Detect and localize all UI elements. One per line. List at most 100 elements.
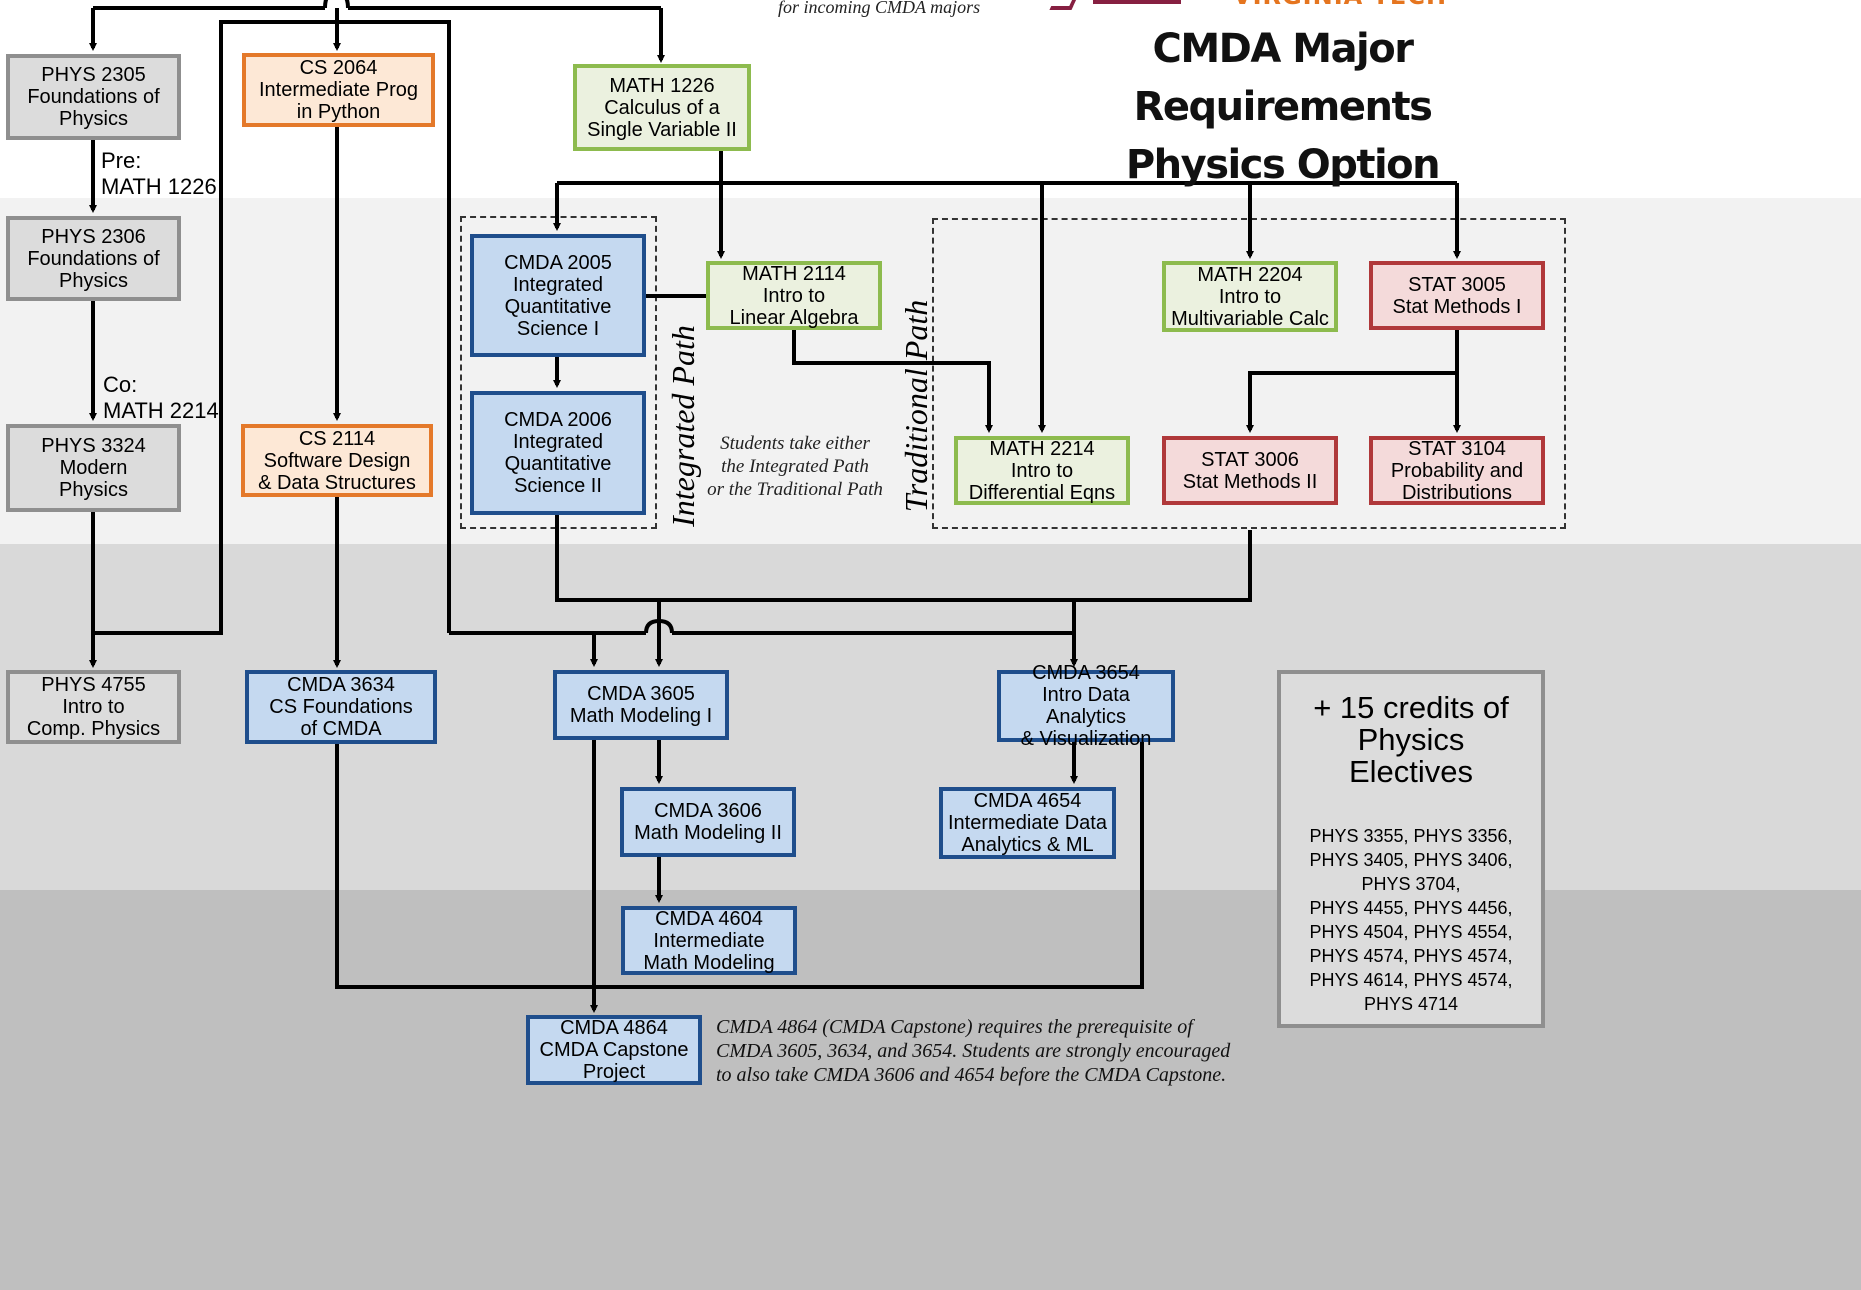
course-title-line: Physics (59, 269, 128, 292)
page-title: CMDA Major Requirements Physics Option (1060, 20, 1505, 194)
course-math-1226[interactable]: MATH 1226 Calculus of a Single Variable … (573, 64, 751, 151)
course-title-line: Physics (59, 108, 128, 130)
course-cmda-2006[interactable]: CMDA 2006 Integrated Quantitative Scienc… (470, 391, 646, 515)
course-title-line: Comp. Physics (26, 718, 161, 740)
course-title-line: Modern (59, 457, 128, 479)
course-cmda-3605[interactable]: CMDA 3605 Math Modeling I (553, 670, 729, 740)
course-title-line: Intro to (1010, 459, 1074, 482)
course-title-line: Integrated (512, 273, 604, 296)
course-cmda-4654[interactable]: CMDA 4654 Intermediate Data Analytics & … (939, 787, 1116, 859)
course-stat-3005[interactable]: STAT 3005 Stat Methods I (1369, 261, 1545, 330)
course-title-line: of CMDA (300, 718, 382, 740)
course-title-line: Intro to (1218, 285, 1282, 308)
course-cmda-4864[interactable]: CMDA 4864 CMDA Capstone Project (526, 1015, 702, 1085)
co-course: MATH 2214 (103, 398, 219, 423)
physics-electives-box: + 15 credits of Physics Electives PHYS 3… (1277, 670, 1545, 1028)
vt-logo: VIRGINIA TECH (1049, 0, 1455, 10)
course-title-line: Probability and (1390, 459, 1524, 482)
course-code: STAT 3006 (1201, 448, 1299, 471)
traditional-path-label: Traditional Path (898, 299, 934, 513)
course-title-line: Foundations of (27, 247, 160, 270)
electives-heading-line: + 15 credits of (1313, 690, 1509, 725)
course-code: CMDA 4604 (655, 907, 763, 930)
course-cmda-4604[interactable]: CMDA 4604 Intermediate Math Modeling (621, 906, 797, 975)
course-stat-3104[interactable]: STAT 3104 Probability and Distributions (1369, 436, 1545, 505)
course-title-line: Science I (516, 317, 600, 340)
course-code: CMDA 3605 (587, 683, 695, 705)
course-title-line: Single Variable II (587, 118, 737, 141)
co-text: Co: (103, 372, 138, 397)
course-stat-3006[interactable]: STAT 3006 Stat Methods II (1162, 436, 1338, 505)
course-title-line: Distributions (1401, 481, 1513, 504)
course-code: PHYS 3324 (41, 435, 146, 457)
course-title-line: Stat Methods I (1392, 295, 1522, 318)
course-code: PHYS 4755 (41, 674, 146, 696)
course-code: CS 2114 (298, 427, 376, 450)
course-title-line: & Data Structures (258, 471, 416, 494)
course-code: CMDA 4654 (973, 790, 1082, 812)
elective-line: PHYS 3355, PHYS 3356, (1309, 826, 1513, 846)
course-phys-3324[interactable]: PHYS 3324 Modern Physics (6, 424, 181, 512)
course-math-2204[interactable]: MATH 2204 Intro to Multivariable Calc (1162, 261, 1338, 332)
path-note-line: Students take either (720, 433, 870, 454)
title-line-2: Physics Option (1125, 142, 1441, 188)
course-code: STAT 3104 (1408, 437, 1506, 460)
elective-line: PHYS 4614, PHYS 4574, (1309, 970, 1513, 990)
course-code: CMDA 2006 (504, 409, 612, 431)
path-note-line: or the Traditional Path (707, 479, 883, 500)
pre-text: Pre: (101, 148, 142, 173)
course-title-line: in Python (296, 101, 381, 123)
course-title-line: Quantitative (504, 295, 612, 318)
integrated-path-label: Integrated Path (665, 325, 701, 527)
course-title-line: Analytics & ML (961, 834, 1094, 856)
course-title-line: Intro to (762, 284, 826, 307)
band-year-4 (0, 890, 1861, 1290)
course-title-line: Software Design (263, 449, 411, 472)
path-note-line: the Integrated Path (721, 456, 869, 477)
course-title-line: Intermediate (653, 929, 765, 952)
course-title-line: & Visualization (1020, 728, 1152, 750)
vt-logo-text: VIRGINIA TECH (1233, 0, 1447, 10)
course-title-line: Science II (514, 475, 602, 497)
course-phys-2305[interactable]: PHYS 2305 Foundations of Physics (6, 54, 181, 140)
elective-line: PHYS 4574, PHYS 4574, (1309, 946, 1513, 966)
capstone-note-line: CMDA 3605, 3634, and 3654. Students are … (716, 1040, 1231, 1062)
electives-heading: + 15 credits of Physics Electives (1281, 692, 1541, 788)
course-code: CMDA 3654 (1032, 662, 1140, 684)
course-code: MATH 2114 (742, 262, 846, 285)
course-title-line: Multivariable Calc (1171, 307, 1329, 330)
elective-line: PHYS 3405, PHYS 3406, (1309, 850, 1513, 870)
course-title-line: CS Foundations (269, 696, 413, 718)
course-code: PHYS 2305 (41, 64, 146, 86)
course-cmda-3606[interactable]: CMDA 3606 Math Modeling II (620, 787, 796, 857)
elective-line: PHYS 4714 (1363, 994, 1459, 1014)
course-math-2114[interactable]: MATH 2114 Intro to Linear Algebra (706, 261, 882, 330)
course-code: CS 2064 (299, 57, 378, 79)
course-title-line: Intermediate Prog (259, 79, 418, 101)
course-cmda-3634[interactable]: CMDA 3634 CS Foundations of CMDA (245, 670, 437, 744)
elective-line: PHYS 4455, PHYS 4456, (1309, 898, 1513, 918)
course-math-2214[interactable]: MATH 2214 Intro to Differential Eqns (954, 436, 1130, 505)
course-cmda-2005[interactable]: CMDA 2005 Integrated Quantitative Scienc… (470, 234, 646, 357)
course-code: MATH 1226 (609, 74, 715, 97)
course-code: CMDA 3634 (287, 674, 395, 696)
course-title-line: Intro to (62, 696, 125, 718)
course-cs-2114[interactable]: CS 2114 Software Design & Data Structure… (241, 424, 433, 497)
vt-logo-mark (1049, 0, 1083, 10)
course-title-line: Math Modeling I (569, 705, 713, 727)
course-title-line: Calculus of a (604, 96, 720, 119)
coreq-label: Co: MATH 2214 (103, 372, 219, 424)
course-phys-2306[interactable]: PHYS 2306 Foundations of Physics (6, 216, 181, 301)
title-line-1: CMDA Major Requirements (1133, 26, 1433, 130)
elective-line: PHYS 4504, PHYS 4554, (1309, 922, 1513, 942)
course-title-line: Stat Methods II (1182, 470, 1318, 493)
course-title-line: Project (582, 1061, 646, 1083)
course-cs-2064[interactable]: CS 2064 Intermediate Prog in Python (242, 53, 435, 127)
course-title-line: Math Modeling (643, 951, 775, 974)
course-code: PHYS 2306 (41, 225, 146, 248)
course-code: CMDA 4864 (560, 1017, 668, 1039)
course-cmda-3654[interactable]: CMDA 3654 Intro Data Analytics & Visuali… (997, 662, 1175, 750)
course-phys-4755[interactable]: PHYS 4755 Intro to Comp. Physics (6, 670, 181, 744)
course-code: CMDA 2005 (504, 251, 612, 274)
